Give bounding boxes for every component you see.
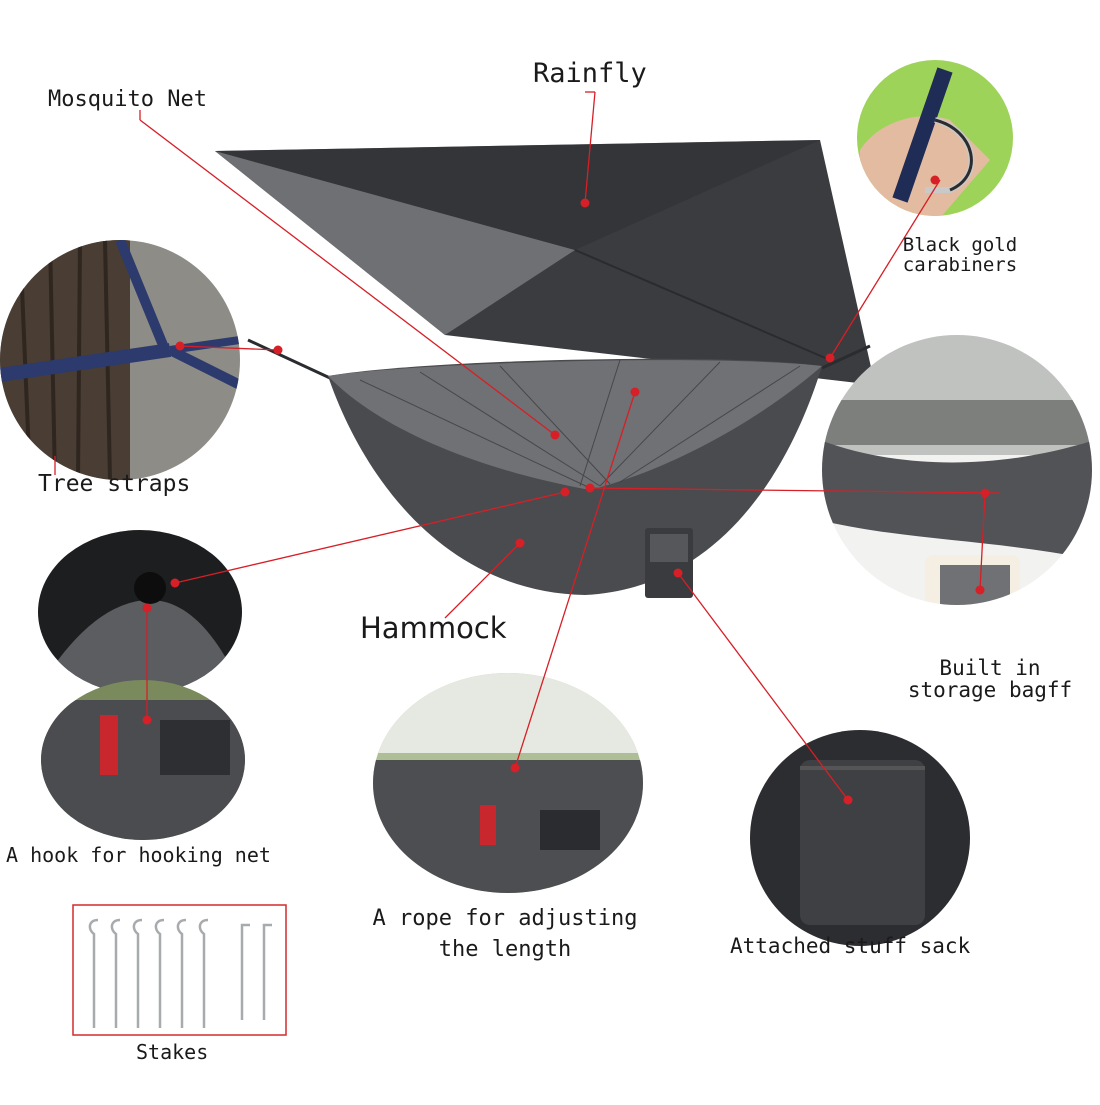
rainfly-label: Rainfly [533, 58, 647, 89]
storage-bag-photo [822, 335, 1092, 605]
hammock-body [247, 338, 871, 598]
hook-label: A hook for hooking net [6, 843, 271, 867]
stakes-box [72, 904, 287, 1036]
storage-bag-label-line2: storage bagff [907, 678, 1073, 703]
carabiner-photo [857, 60, 1013, 216]
rope-label: A rope for adjusting the length [360, 907, 650, 961]
stuff-sack-photo [750, 730, 970, 946]
callout-dots [142, 175, 990, 805]
carabiners-label-line1: Black gold [902, 234, 1018, 256]
carabiners-label-line2: carabiners [902, 253, 1018, 276]
rope-photo [373, 673, 643, 893]
stakes-label: Stakes [136, 1040, 209, 1064]
hammock-label: Hammock [360, 611, 507, 645]
rope-label-line2: the length [438, 937, 572, 963]
tree-straps-photo [0, 240, 240, 480]
hook-photo-bottom [41, 680, 245, 840]
rainfly-tarp [215, 140, 875, 385]
stuff-sack-label: Attached stuff sack [730, 934, 971, 958]
tree-straps-label: Tree straps [38, 471, 191, 497]
carabiners-label: Black gold carabiners [885, 234, 1035, 276]
callout-lines [54, 91, 1001, 801]
mosquito-net-label: Mosquito Net [48, 87, 207, 112]
storage-bag-label: Built in storage bagff [890, 657, 1090, 701]
storage-bag-label-line1: Built in [939, 656, 1041, 680]
hook-photo-top [38, 530, 242, 694]
rope-label-line1: A rope for adjusting [372, 906, 638, 931]
